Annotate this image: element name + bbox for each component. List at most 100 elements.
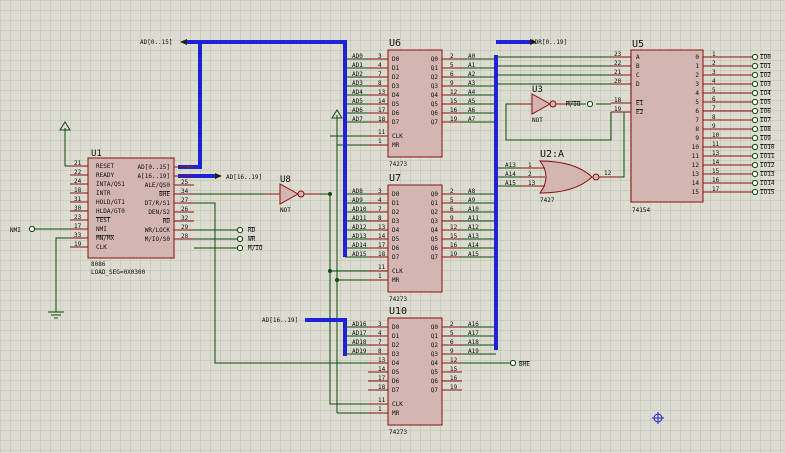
u10-pin-number: 14: [378, 366, 386, 373]
terminal-icon[interactable]: [751, 71, 759, 79]
u8-ref-label: U8: [280, 175, 291, 185]
terminal-icon[interactable]: [586, 100, 594, 108]
u5-74154-chip[interactable]: [630, 49, 704, 203]
u5-pin-number: 1: [712, 51, 716, 58]
u10-pin-number: 17: [378, 375, 386, 382]
terminal-icon[interactable]: [751, 179, 759, 187]
u7-in-net-label: AD9: [352, 197, 363, 204]
terminal-icon[interactable]: [236, 235, 244, 243]
u10-d-name: D6: [392, 378, 400, 385]
u1-pin-name: DEN/S2: [148, 209, 170, 216]
io-terminal-label: IO2: [760, 72, 771, 79]
u7-q-name: Q3: [431, 218, 439, 225]
u5-pin-number: 2: [712, 60, 716, 67]
wire[interactable]: [505, 103, 612, 141]
u1-pin-number: 21: [74, 160, 82, 167]
terminal-icon[interactable]: [751, 134, 759, 142]
junction-dot: [328, 269, 332, 273]
u6-out-net-label: A2: [468, 71, 476, 78]
u10-out-net-label: A16: [468, 321, 479, 328]
u6-74273-chip[interactable]: [387, 49, 443, 158]
terminal-icon[interactable]: [751, 170, 759, 178]
u5-pin-name: 11: [692, 153, 700, 160]
terminal-icon[interactable]: [751, 143, 759, 151]
u7-pin-number: 17: [378, 242, 386, 249]
u3-in-net-label: M/IO: [566, 101, 581, 108]
wire[interactable]: [320, 193, 368, 405]
terminal-icon[interactable]: [751, 89, 759, 97]
u7-pin-number: 14: [378, 233, 386, 240]
u1-pin-number: 23: [74, 214, 82, 221]
u6-d-name: D4: [392, 92, 400, 99]
terminal-icon[interactable]: [509, 359, 517, 367]
adr-bus-label: ADR[0..19]: [531, 39, 567, 46]
terminal-icon[interactable]: [751, 98, 759, 106]
io-terminal-label: IO0: [760, 54, 771, 61]
wire[interactable]: [194, 202, 368, 364]
u2-pin-number: 2: [528, 171, 532, 178]
u10-pin-number: 7: [378, 339, 382, 346]
u1-pin-name: INTR: [96, 190, 111, 197]
u6-in-net-label: AD2: [352, 71, 363, 78]
u1-pin-number: 30: [74, 205, 82, 212]
u5-pin-number: 22: [614, 60, 622, 67]
u6-in-net-label: AD6: [352, 107, 363, 114]
u6-q-name: Q3: [431, 83, 439, 90]
u10-in-net-label: AD16: [352, 321, 367, 328]
u1-8086-chip[interactable]: [87, 157, 175, 259]
terminal-icon[interactable]: [236, 244, 244, 252]
io-terminal-label: IO12: [760, 162, 775, 169]
u6-in-net-label: AD7: [352, 116, 363, 123]
u7-out-net-label: A9: [468, 197, 476, 204]
u1-pin-number: 32: [181, 215, 189, 222]
terminal-icon[interactable]: [751, 62, 759, 70]
u10-pin-number: 3: [378, 321, 382, 328]
u5-pin-number: 8: [712, 114, 716, 121]
terminal-icon[interactable]: [751, 125, 759, 133]
u7-q-name: Q7: [431, 254, 439, 261]
u1-pin-number: 28: [181, 233, 189, 240]
wire[interactable]: [55, 237, 70, 312]
u7-out-net-label: A11: [468, 215, 479, 222]
wires-layer: [35, 56, 625, 414]
u7-q-name: Q2: [431, 209, 439, 216]
u1-pin-name: CLK: [96, 244, 107, 251]
u10-pin-number: 8: [378, 348, 382, 355]
io-terminal-label: IO1: [760, 63, 771, 70]
terminal-icon[interactable]: [751, 188, 759, 196]
u5-pin-name: 14: [692, 180, 700, 187]
u6-out-net-label: A7: [468, 116, 476, 123]
terminal-icon[interactable]: [751, 80, 759, 88]
terminal-icon[interactable]: [751, 107, 759, 115]
wire[interactable]: [64, 128, 70, 167]
terminal-icon[interactable]: [751, 53, 759, 61]
u1-pin-name: A[16..19]: [137, 173, 170, 180]
terminal-icon[interactable]: [751, 161, 759, 169]
io-terminal-label: IO6: [760, 108, 771, 115]
u2-ref-label: U2:A: [540, 149, 564, 160]
u7-pin-number: 4: [378, 197, 382, 204]
u6-out-net-label: A4: [468, 89, 476, 96]
terminal-icon[interactable]: [751, 116, 759, 124]
u7-74273-chip[interactable]: [387, 184, 443, 293]
u5-pin-name: 13: [692, 171, 700, 178]
bhe-terminal-label: BHE: [519, 361, 530, 368]
terminal-icon[interactable]: [751, 152, 759, 160]
u6-in-net-label: AD3: [352, 80, 363, 87]
u6-pin-number: 5: [450, 62, 454, 69]
u10-pin-number: 9: [450, 348, 454, 355]
u5-pin-name: 0: [695, 54, 699, 61]
u2-nor-gate-icon[interactable]: [539, 160, 593, 194]
u6-out-net-label: A3: [468, 80, 476, 87]
u1-pin-number: 27: [181, 197, 189, 204]
bus-arrow-icon: [180, 39, 187, 45]
control-terminal-label: WR: [248, 236, 256, 243]
u10-q-name: Q0: [431, 324, 439, 331]
terminal-icon[interactable]: [236, 226, 244, 234]
bus-line[interactable]: [305, 318, 347, 356]
u7-d-name: D7: [392, 254, 400, 261]
terminal-icon[interactable]: [28, 225, 36, 233]
u6-pin-number: 16: [450, 107, 458, 114]
u7-d-name: D2: [392, 209, 400, 216]
